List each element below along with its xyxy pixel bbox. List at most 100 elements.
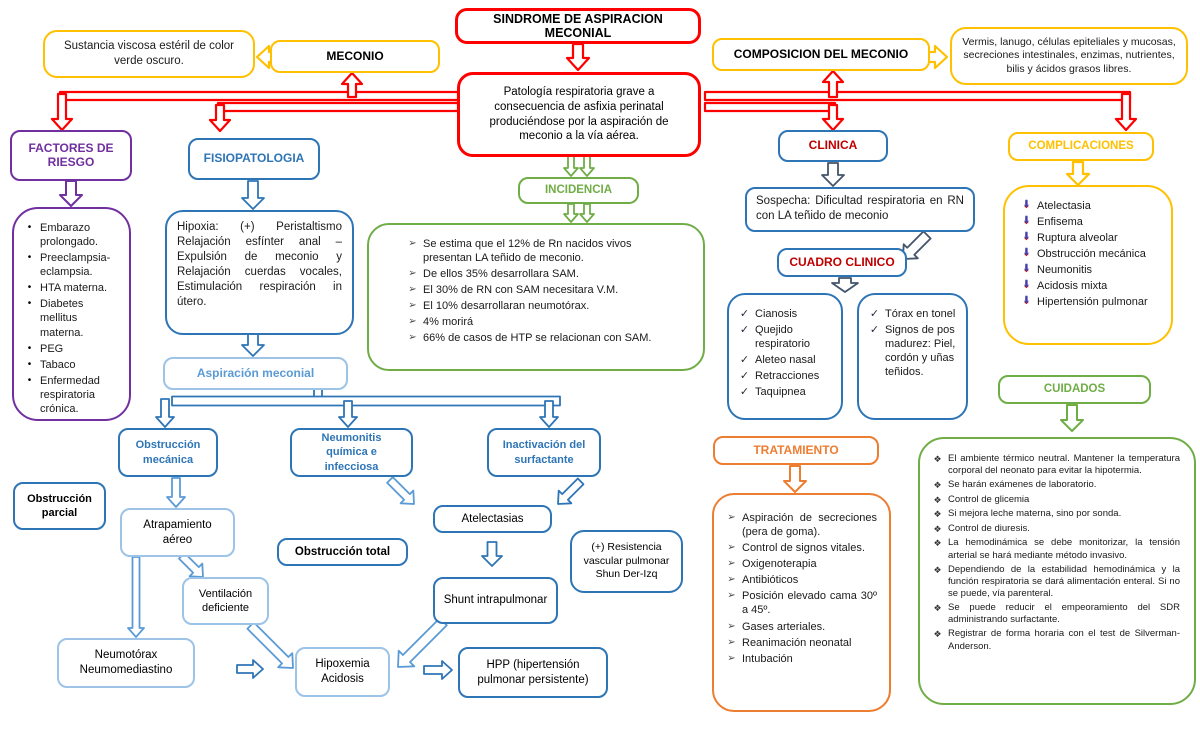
list-item: ⬇Neumonitis [1021,263,1163,277]
list-item-text: Reanimación neonatal [742,636,852,649]
list-item-text: 66% de casos de HTP se relacionan con SA… [423,332,652,345]
arrow-to-clinica [821,103,845,132]
list-item-text: Cianosis [755,308,798,320]
list-item-text: Atelectasia [1037,200,1091,212]
list-item: ✓Aleteo nasal [739,353,833,367]
list-item: ➢Se estima que el 12% de Rn nacidos vivo… [407,237,681,265]
list-item: ✓Taquipnea [739,385,833,399]
bullet-icon: ➢ [727,542,736,554]
arrow-factores-down [59,180,83,207]
bullet-icon: ➢ [408,284,417,296]
list-item-text: Posición elevado cama 30º a 45º. [742,590,877,617]
bullet-icon: ⬇ [1022,295,1031,307]
aspiracion-meconial-node: Aspiración meconial [163,357,348,390]
incidencia-list: ➢Se estima que el 12% de Rn nacidos vivo… [367,223,705,371]
definicion-node: Patología respiratoria grave a consecuen… [457,72,701,157]
arrow-tratamiento-down [783,465,807,493]
bullet-icon: ✓ [739,386,750,399]
bullet-icon: • [27,342,32,354]
list-item-text: Diabetes mellitus materna. [40,298,84,339]
list-item: ⬇Hipertensión pulmonar [1021,295,1163,309]
list-item: ❖Control de glicemia [932,494,1180,507]
fisiopatologia-header: FISIOPATOLOGIA [188,138,320,180]
list-item: ➢Oxigenoterapia [726,557,877,571]
cuidados-items: ❖El ambiente térmico neutral. Mantener l… [932,453,1180,653]
factores-items: •Embarazo prolongado.•Preeclampsia-eclam… [24,221,121,416]
obstruccion-total-node: Obstrucción total [277,538,408,566]
atelectasias-node: Atelectasias [433,505,552,533]
bullet-icon: ✓ [739,370,750,383]
list-item: ➢ Intubación [726,652,877,666]
bullet-icon: • [27,282,32,294]
list-item: ➢Control de signos vitales. [726,541,877,555]
arrow-shunt-hipoxemia [397,617,448,668]
bullet-icon: • [27,374,32,386]
bullet-icon: • [27,252,32,264]
list-item: ➢Reanimación neonatal [726,636,877,650]
bullet-icon: ⬇ [1022,231,1031,243]
bullet-icon: ❖ [933,564,942,575]
tratamiento-list: ➢Aspiración de secreciones (pera de goma… [712,493,891,712]
list-item: ➢Antibióticos [726,573,877,587]
list-item-text: Neumonitis [1037,264,1093,277]
arrow-atrapamiento-neumotorax [127,556,145,638]
list-item-text: Intubación [742,652,793,665]
cuidados-list: ❖El ambiente térmico neutral. Mantener l… [918,437,1196,705]
list-item: ➢De ellos 35% desarrollara SAM. [407,267,681,281]
shunt-intrapulmonar-node: Shunt intrapulmonar [433,577,558,624]
list-item-text: Se harán exámenes de laboratorio. [948,479,1097,491]
arrow-hipoxemia-hpp [423,660,453,680]
list-item-text: Oxigenoterapia [742,558,817,571]
incidencia-items: ➢Se estima que el 12% de Rn nacidos vivo… [407,237,681,346]
cuidados-header: CUIDADOS [998,375,1151,404]
list-item: • Diabetes mellitus materna. [24,297,121,339]
arrow-neumonitis-atelectasias [386,476,415,505]
obstruccion-parcial-node: Obstrucción parcial [13,482,106,530]
tratamiento-items: ➢Aspiración de secreciones (pera de goma… [726,511,877,666]
bullet-icon: ➢ [408,300,417,312]
bullet-icon: ⬇ [1022,247,1031,259]
bullet-icon: ✓ [869,324,880,337]
arrow-to-factores [50,92,74,132]
list-item: ➢ 4% morirá [407,315,681,329]
meconio-node: MECONIO [270,40,440,73]
list-item-text: Enfisema [1037,216,1083,229]
list-item: ➢El 30% de RN con SAM necesitara V.M. [407,283,681,297]
bullet-icon: ➢ [408,316,417,328]
bullet-icon: • [27,298,32,310]
bullet-icon: ➢ [727,652,736,664]
bullet-icon: ✓ [739,308,750,320]
list-item-text: La hemodinámica se debe monitorizar, la … [948,537,1180,561]
list-item-text: Retracciones [755,370,820,383]
arrow-complicaciones-down [1065,160,1091,187]
bullet-icon: ➢ [727,574,736,586]
list-item-text: PEG [40,342,64,355]
list-item: ❖Control de diuresis. [932,523,1180,536]
list-item: ❖Se harán exámenes de laboratorio. [932,479,1180,492]
atrapamiento-aereo-node: Atrapamiento aéreo [120,508,235,557]
arrow-inactivacion-atelectasias [557,477,585,505]
meconio-definition: Sustancia viscosa estéril de color verde… [43,30,255,78]
composicion-node: COMPOSICION DEL MECONIO [712,38,930,71]
factores-riesgo-header: FACTORES DE RIESGO [10,130,132,181]
pipe-right-top [703,90,1132,102]
fisiopatologia-detail: Hipoxia: (+) Peristaltismo Relajación es… [165,210,354,335]
list-item-text: HTA materna. [40,282,108,295]
list-item-text: Registrar de forma horaria con el test d… [948,628,1180,652]
clinica-header: CLINICA [778,130,888,162]
complicaciones-list: ⬇Atelectasia⬇Enfisema⬇Ruptura alveolar⬇O… [1003,185,1173,345]
list-item-text: Acidosis mixta [1037,280,1108,293]
pipe-aspiracion-stub [313,388,323,403]
list-item-text: Preeclampsia-eclampsia. [40,252,111,279]
arrow-def-incidencia-b [579,155,595,177]
pipe-branch-horizontal [171,395,561,407]
bullet-icon: ❖ [933,454,942,464]
bullet-icon: • [27,358,32,370]
arrow-branch-obstruccion [155,398,175,428]
signos-items: ✓Tórax en tonel✓Signos de pos madurez: P… [869,307,958,379]
arrow-def-incidencia-a [563,155,579,177]
arrow-incidencia-box-a [563,203,579,223]
list-item: ➢66% de casos de HTP se relacionan con S… [407,331,681,345]
list-item-text: 4% morirá [423,316,474,329]
